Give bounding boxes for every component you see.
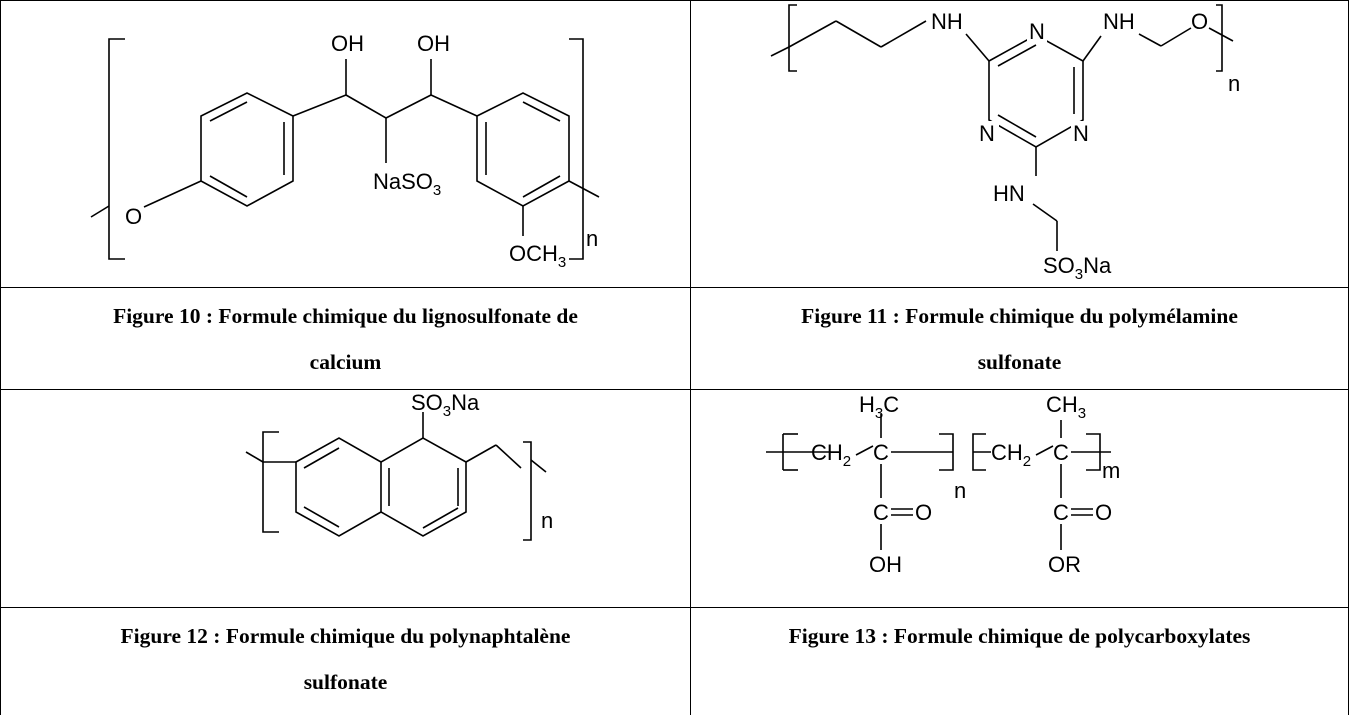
figure-10-caption: Figure 10 : Formule chimique du lignosul… bbox=[0, 288, 690, 390]
lignosulfonate-structure-svg: O OH NaSO3 OH OCH3 n bbox=[90, 31, 600, 271]
methylene-label-2: CH2 bbox=[991, 440, 1031, 470]
figure-12-structure: SO3Na n bbox=[0, 390, 690, 608]
carbonyl-oxygen-2: O bbox=[1095, 500, 1112, 525]
amine-label-2: NH bbox=[1103, 9, 1135, 34]
repeat-index-n: n bbox=[586, 226, 598, 251]
polycarboxylate-structure-svg: CH2 C H3C n C O OH CH2 C CH3 m bbox=[766, 392, 1120, 577]
figure-11-caption: Figure 11 : Formule chimique du polyméla… bbox=[690, 288, 1349, 390]
caption-line: calcium bbox=[309, 350, 382, 374]
quaternary-carbon-1: C bbox=[873, 440, 889, 465]
hydroxyl-label-1: OH bbox=[331, 31, 364, 56]
ester-or-label: OR bbox=[1048, 552, 1081, 577]
oxygen-label: O bbox=[125, 204, 142, 229]
figure-12-caption: Figure 12 : Formule chimique du polynaph… bbox=[0, 608, 690, 715]
repeat-index-m: m bbox=[1102, 458, 1120, 483]
triazine-n-left: N bbox=[979, 121, 995, 146]
triazine-n-top: N bbox=[1029, 19, 1045, 44]
sodium-sulfonate-label: SO3Na bbox=[1043, 253, 1112, 283]
triazine-n-right: N bbox=[1073, 121, 1089, 146]
caption-line: Figure 12 : Formule chimique du polynaph… bbox=[120, 624, 571, 648]
repeat-index-n: n bbox=[1228, 71, 1240, 96]
figure-13-caption: Figure 13 : Formule chimique de polycarb… bbox=[690, 608, 1349, 715]
caption-line: Figure 10 : Formule chimique du lignosul… bbox=[113, 304, 578, 328]
amine-label-1: NH bbox=[931, 9, 963, 34]
caption-line: sulfonate bbox=[977, 350, 1062, 374]
methyl-label-1: H3C bbox=[859, 392, 899, 422]
figure-11-structure: NH N N N NH O n HN SO3Na bbox=[690, 0, 1349, 288]
ether-oxygen-label: O bbox=[1191, 9, 1208, 34]
polymelamine-structure-svg: NH N N N NH O n HN SO3Na bbox=[770, 4, 1240, 283]
hydroxyl-label: OH bbox=[869, 552, 902, 577]
carbonyl-carbon-1: C bbox=[873, 500, 889, 525]
sodium-sulfonate-label: NaSO3 bbox=[373, 169, 441, 199]
methylene-label-1: CH2 bbox=[811, 440, 851, 470]
caption-line: sulfonate bbox=[303, 670, 388, 694]
methyl-label-2: CH3 bbox=[1046, 392, 1086, 422]
sodium-sulfonate-label: SO3Na bbox=[411, 390, 480, 420]
amine-label-3: HN bbox=[993, 181, 1025, 206]
repeat-index-n: n bbox=[541, 508, 553, 533]
methoxy-label: OCH3 bbox=[509, 241, 566, 271]
quaternary-carbon-2: C bbox=[1053, 440, 1069, 465]
figure-13-structure: CH2 C H3C n C O OH CH2 C CH3 m bbox=[690, 390, 1349, 608]
figure-10-structure: O OH NaSO3 OH OCH3 n bbox=[0, 0, 690, 288]
caption-line: Figure 13 : Formule chimique de polycarb… bbox=[788, 624, 1251, 648]
hydroxyl-label-2: OH bbox=[417, 31, 450, 56]
repeat-index-n: n bbox=[954, 478, 966, 503]
caption-line: Figure 11 : Formule chimique du polyméla… bbox=[801, 304, 1238, 328]
carbonyl-carbon-2: C bbox=[1053, 500, 1069, 525]
polynaphthalene-structure-svg: SO3Na n bbox=[245, 390, 553, 541]
carbonyl-oxygen-1: O bbox=[915, 500, 932, 525]
